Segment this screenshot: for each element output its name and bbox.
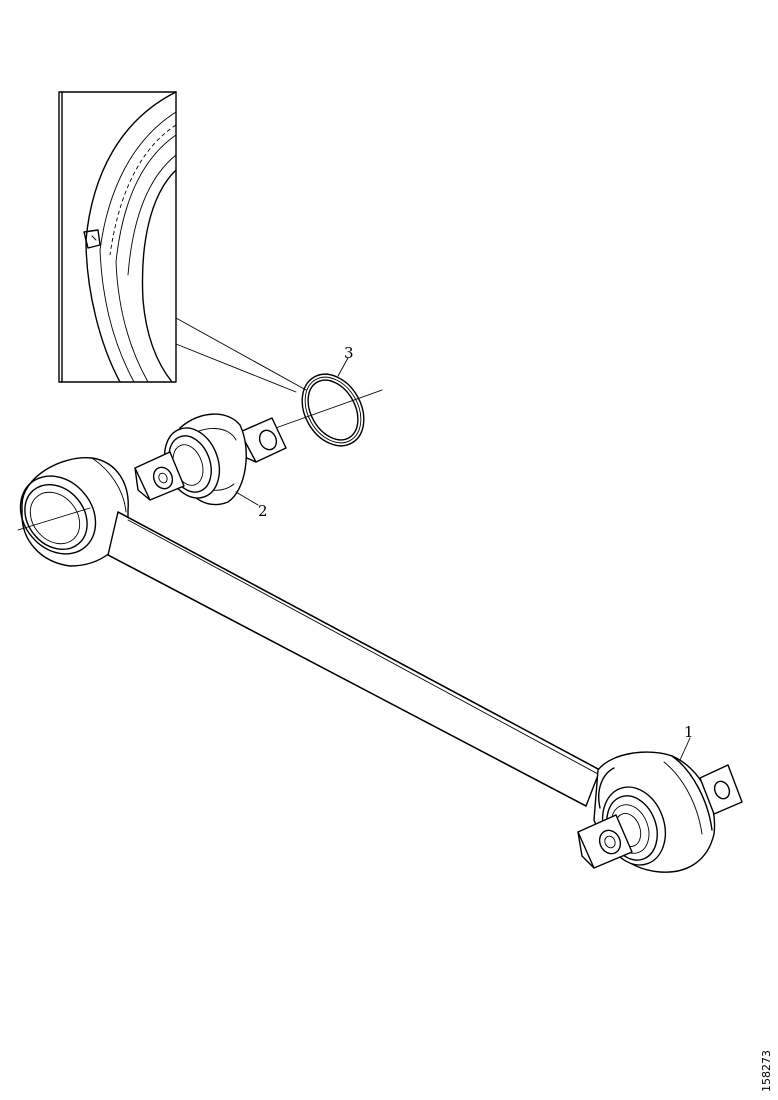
callout-3: 3	[344, 344, 354, 362]
part-1-torque-rod	[17, 457, 743, 873]
callout-2: 2	[258, 502, 268, 520]
part-2-bushing-joint	[134, 413, 287, 506]
inset-leader-lines	[175, 317, 307, 393]
detail-inset	[58, 91, 177, 383]
part-3-retaining-ring	[269, 373, 383, 447]
figure-code: 158273	[760, 1050, 773, 1092]
callout-leaders	[235, 357, 691, 761]
callout-1: 1	[684, 723, 694, 741]
